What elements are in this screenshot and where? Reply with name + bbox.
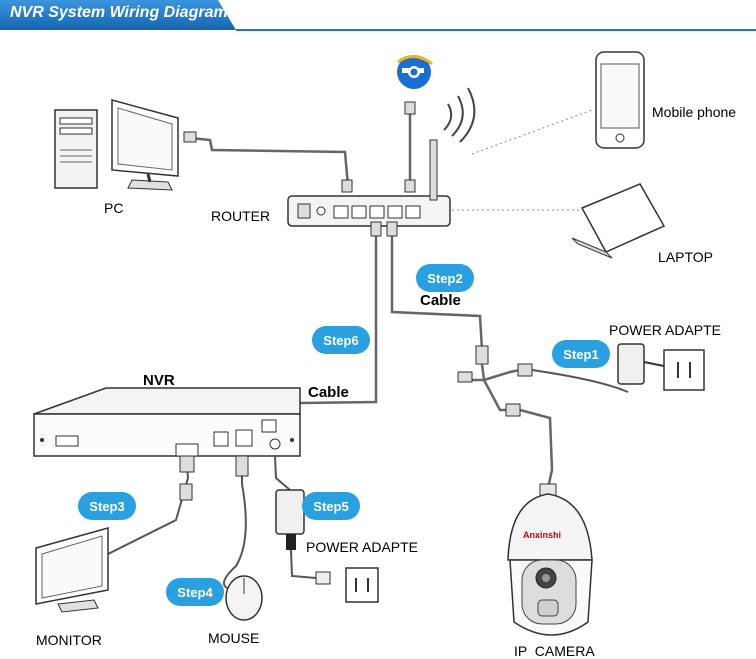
monitor-label: MONITOR	[36, 632, 102, 648]
step3-badge: Step3	[78, 492, 136, 520]
router-label: ROUTER	[211, 208, 271, 224]
mouse-label: MOUSE	[208, 630, 260, 646]
mobile-phone-icon	[595, 51, 645, 149]
pc-monitor-icon	[111, 99, 179, 191]
step1-badge: Step1	[552, 340, 610, 368]
laptop-icon	[571, 183, 666, 259]
nvr-icon	[33, 387, 301, 457]
monitor-icon	[35, 527, 109, 613]
cable-label-router-camera: Cable	[420, 292, 461, 309]
header-banner	[0, 0, 756, 31]
ip-camera-label: IP CAMERA	[514, 643, 595, 659]
ip-camera-icon	[507, 483, 593, 636]
laptop-label: LAPTOP	[658, 249, 713, 265]
step2-badge: Step2	[416, 264, 474, 292]
internet-explorer-icon	[397, 55, 433, 89]
camera-power-adapter-icon	[617, 343, 705, 391]
page-title: NVR System Wiring Diagram	[10, 4, 228, 21]
router-camera-cable	[390, 226, 484, 351]
mobile-phone-label: Mobile phone	[652, 104, 737, 120]
camera-brand-label: Anxinshi	[523, 530, 562, 540]
step4-badge: Step4	[166, 578, 224, 606]
pc-router-cable	[189, 136, 350, 187]
cable-label-router-nvr: Cable	[308, 384, 349, 401]
step5-badge: Step5	[302, 492, 360, 520]
nvr-power-adapter-label: POWER ADAPTE	[306, 539, 419, 555]
nvr-label: NVR	[143, 372, 175, 389]
step6-badge: Step6	[312, 326, 370, 354]
pc-tower-icon	[54, 109, 98, 189]
mouse-icon	[225, 575, 263, 621]
camera-power-adapter-label: POWER ADAPTE	[609, 322, 722, 338]
pc-label: PC	[104, 200, 124, 216]
router-icon	[287, 139, 451, 227]
